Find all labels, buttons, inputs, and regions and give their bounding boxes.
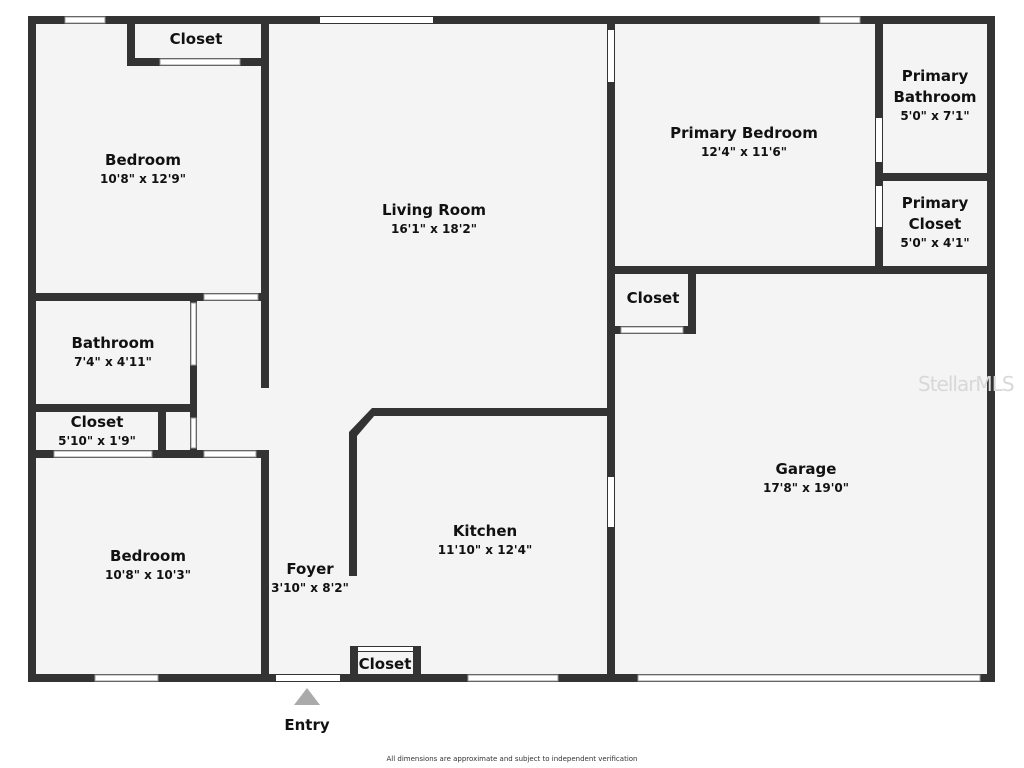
room-closet-bedroom: Closet [170,29,223,50]
room-name: Primary Closet [901,194,969,233]
room-living-room: Living Room 16'1" x 18'2" [382,200,486,237]
room-bathroom: Bathroom 7'4" x 4'11" [71,333,154,370]
room-name: Closet [70,413,124,431]
room-name: Closet [358,655,412,673]
room-dimensions: 11'10" x 12'4" [437,543,533,557]
room-primary-bathroom: Primary Bathroom 5'0" x 7'1" [890,66,980,124]
watermark: StellarMLS [918,372,1015,396]
room-name: Kitchen [452,522,518,540]
room-name: Bedroom [110,547,186,565]
room-name: Closet [169,30,223,48]
room-name: Bedroom [105,151,181,169]
room-foyer: Foyer 3'10" x 8'2" [271,559,349,596]
room-dimensions: 10'8" x 12'9" [99,172,187,186]
room-dimensions: 5'0" x 4'1" [900,236,970,250]
walls [28,16,995,682]
room-primary-closet: Primary Closet 5'0" x 4'1" [895,193,975,251]
room-dimensions: 5'10" x 1'9" [58,434,136,448]
room-kitchen: Kitchen 11'10" x 12'4" [438,521,532,558]
disclaimer: All dimensions are approximate and subje… [386,755,638,763]
room-name: Closet [626,289,680,307]
room-closet-garage: Closet [627,288,680,309]
room-primary-bedroom: Primary Bedroom 12'4" x 11'6" [670,123,818,160]
room-dimensions: 7'4" x 4'11" [74,355,152,369]
room-dimensions: 16'1" x 18'2" [390,222,478,236]
room-name: Primary Bathroom [893,67,977,106]
room-dimensions: 3'10" x 8'2" [271,581,349,595]
room-bedroom-2: Bedroom 10'8" x 10'3" [105,546,191,583]
room-dimensions: 10'8" x 10'3" [104,568,192,582]
room-dimensions: 5'0" x 7'1" [900,109,970,123]
room-dimensions: 12'4" x 11'6" [700,145,788,159]
entry-label: Entry [284,716,330,734]
room-name: Bathroom [71,334,155,352]
room-closet-foyer: Closet [359,654,412,675]
room-name: Foyer [286,560,334,578]
room-closet-hall: Closet 5'10" x 1'9" [58,412,136,449]
floor [28,16,995,682]
room-bedroom-1: Bedroom 10'8" x 12'9" [100,150,186,187]
room-name: Garage [775,460,837,478]
room-name: Living Room [381,201,487,219]
entry-arrow-icon [294,688,320,705]
room-garage: Garage 17'8" x 19'0" [763,459,849,496]
room-dimensions: 17'8" x 19'0" [762,481,850,495]
room-name: Primary Bedroom [670,124,818,142]
